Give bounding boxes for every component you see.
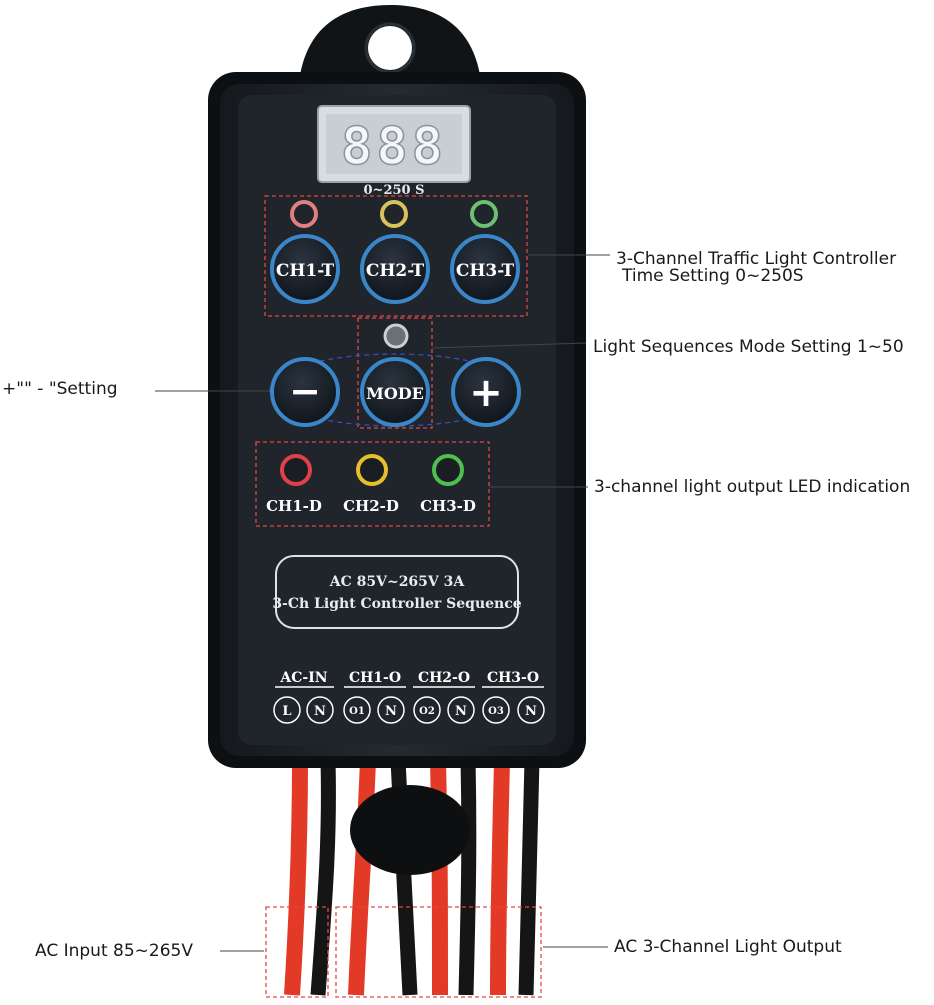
callout-traffic-controller: 3-Channel Traffic Light Controller bbox=[616, 249, 897, 269]
callout-led-indication: 3-channel light output LED indication bbox=[594, 477, 911, 497]
display-digits: 888 bbox=[341, 117, 447, 177]
ch3-d-led bbox=[432, 454, 464, 486]
terminal-pins: L N O1 N O2 N O3 N bbox=[273, 696, 545, 724]
ch2-d-label: CH2-D bbox=[343, 497, 399, 515]
callout-ac-input: AC Input 85~265V bbox=[35, 941, 193, 961]
minus-label: − bbox=[289, 369, 321, 413]
pin-n1: N bbox=[314, 704, 326, 719]
callout-lines bbox=[155, 254, 610, 952]
mode-highlight bbox=[357, 317, 433, 429]
ch3-d-label: CH3-D bbox=[420, 497, 476, 515]
ch2-t-label: CH2-T bbox=[366, 261, 425, 281]
output-leds-highlight bbox=[255, 441, 490, 527]
group-ch2-o: CH2-O bbox=[418, 670, 470, 686]
group-ch3-o: CH3-O bbox=[487, 670, 539, 686]
cable-gland bbox=[350, 785, 470, 875]
callout-time-setting: Time Setting 0~250S bbox=[622, 266, 804, 286]
group-ch1-o: CH1-O bbox=[349, 670, 401, 686]
ch1-d-led bbox=[280, 454, 312, 486]
ch3-t-label: CH3-T bbox=[456, 261, 515, 281]
mode-led bbox=[383, 323, 409, 349]
terminal-groups: AC-IN CH1-O CH2-O CH3-O bbox=[275, 670, 544, 688]
callout-mode-setting: Light Sequences Mode Setting 1~50 bbox=[593, 337, 904, 357]
pin-n4: N bbox=[525, 704, 537, 719]
rating-line1: AC 85V~265V 3A bbox=[329, 574, 466, 590]
digit-display: 888 bbox=[317, 105, 471, 183]
mode-label: MODE bbox=[366, 384, 424, 403]
ch1-time-led bbox=[290, 200, 318, 228]
time-buttons-highlight bbox=[264, 195, 528, 317]
ch2-t-button[interactable]: CH2-T bbox=[360, 234, 430, 304]
ch2-d-led bbox=[356, 454, 388, 486]
pin-l: L bbox=[282, 704, 291, 719]
minus-button[interactable]: − bbox=[270, 357, 340, 427]
plus-button[interactable]: + bbox=[451, 357, 521, 427]
group-ac-in: AC-IN bbox=[279, 670, 327, 686]
pin-o1: O1 bbox=[349, 706, 365, 717]
mode-button[interactable]: MODE bbox=[360, 357, 430, 427]
ch1-t-button[interactable]: CH1-T bbox=[270, 234, 340, 304]
rating-line2: 3-Ch Light Controller Sequence bbox=[272, 596, 521, 612]
ch1-d-label: CH1-D bbox=[266, 497, 322, 515]
ch1-t-label: CH1-T bbox=[276, 261, 335, 281]
callout-ac-output: AC 3-Channel Light Output bbox=[614, 937, 842, 957]
pin-o3: O3 bbox=[488, 706, 504, 717]
ch2-time-led bbox=[380, 200, 408, 228]
pin-n2: N bbox=[385, 704, 397, 719]
ac-input-highlight bbox=[265, 906, 329, 998]
output-leds: CH1-D CH2-D CH3-D bbox=[266, 454, 476, 515]
display-range-label: 0~250 S bbox=[364, 183, 425, 198]
ch3-time-led bbox=[470, 200, 498, 228]
plus-label: + bbox=[469, 370, 503, 416]
channel-time-leds bbox=[290, 200, 498, 228]
pin-n3: N bbox=[455, 704, 467, 719]
pin-o2: O2 bbox=[419, 706, 435, 717]
callout-plus-minus: +"" - "Setting bbox=[2, 379, 118, 399]
rating-plate: AC 85V~265V 3A 3-Ch Light Controller Seq… bbox=[272, 555, 522, 629]
ch3-t-button[interactable]: CH3-T bbox=[450, 234, 520, 304]
mounting-tab bbox=[300, 5, 480, 75]
